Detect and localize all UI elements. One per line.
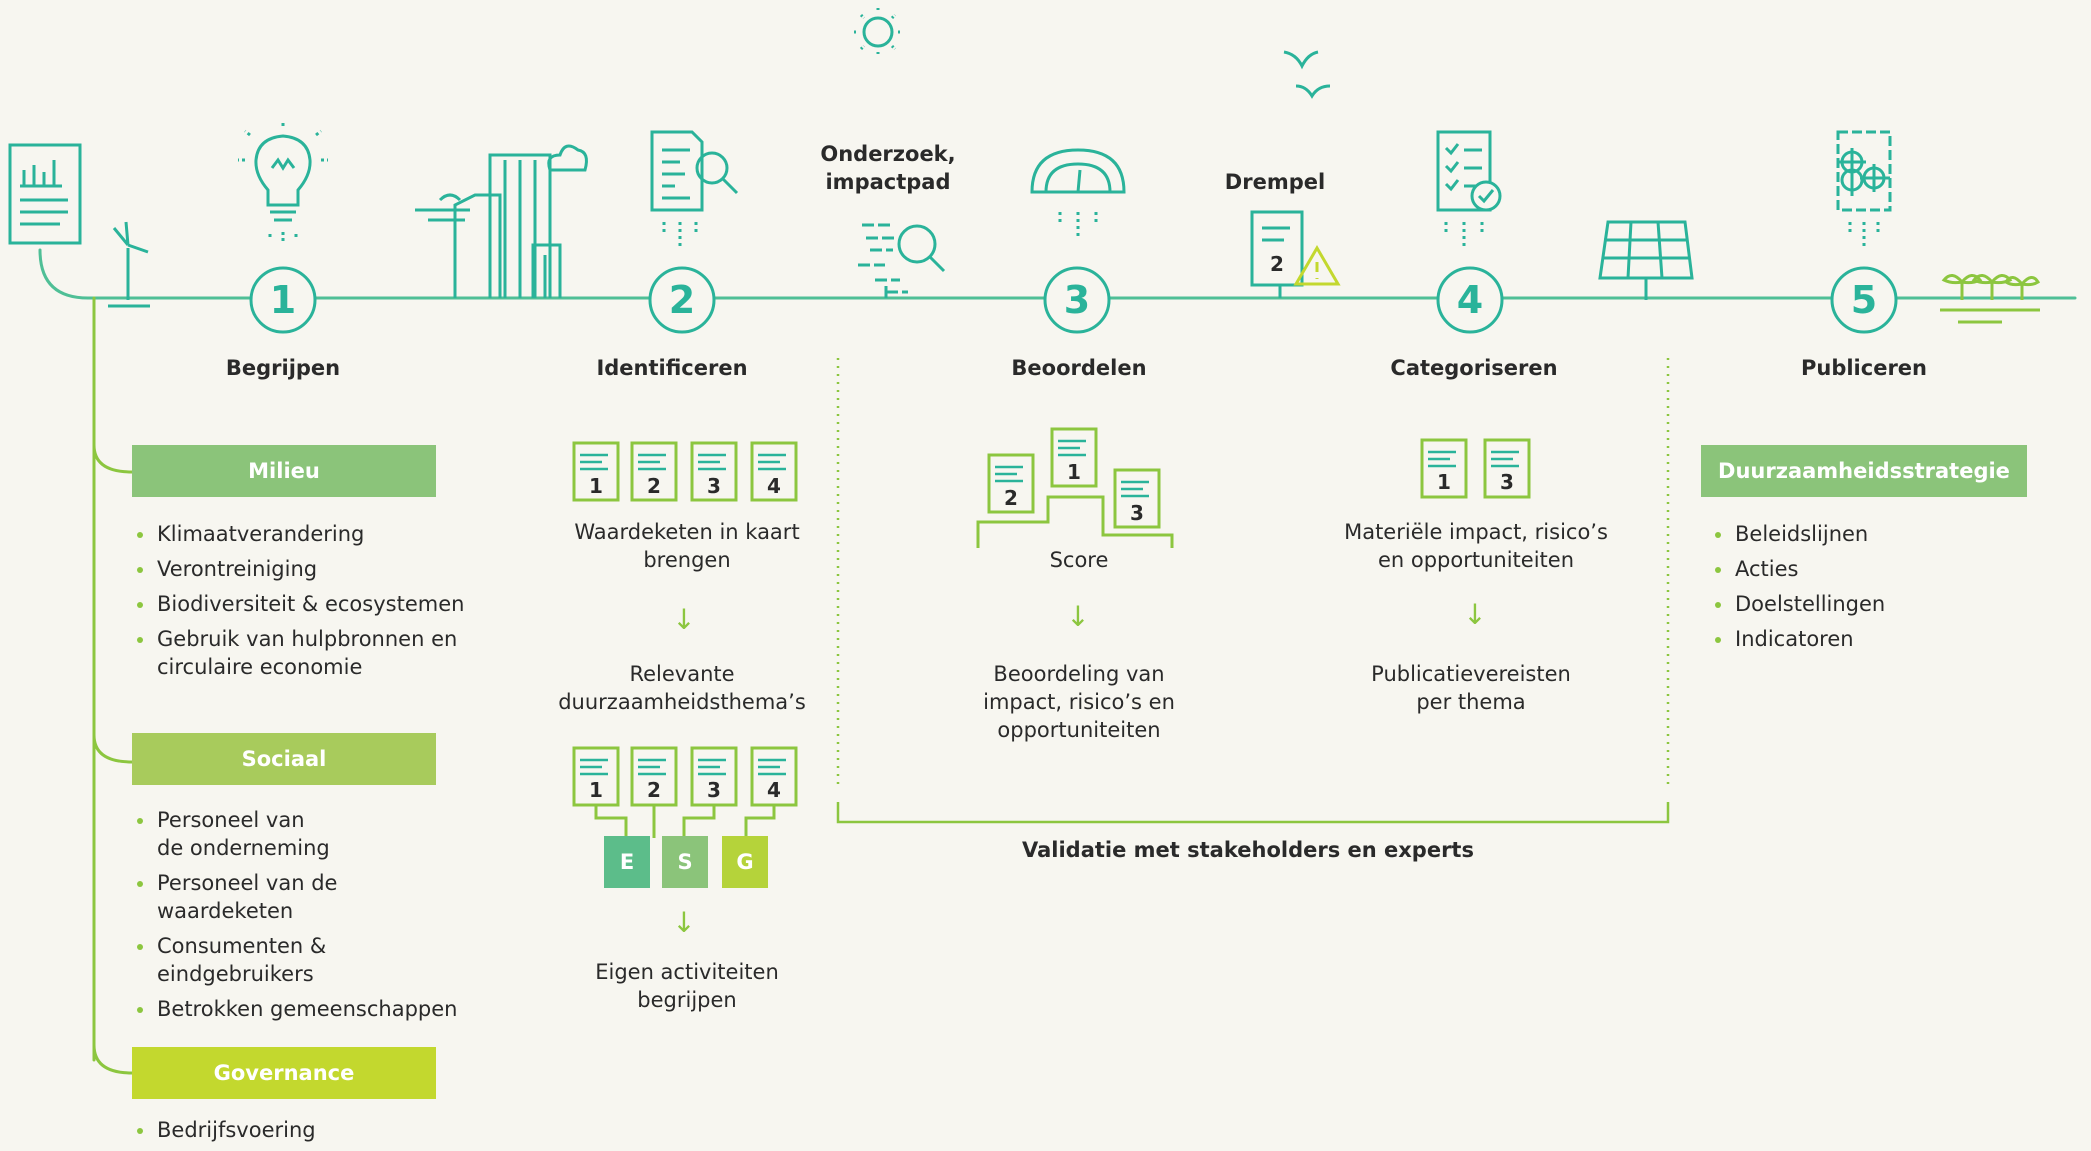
step-number-4: 4 [1456, 278, 1484, 322]
list-item: Beleidslijnen [1712, 520, 1972, 548]
score-label: Score [1049, 548, 1109, 572]
step-number-1: 1 [269, 278, 297, 322]
target-document-icon [1836, 130, 1892, 246]
list-item: Consumenten & eindgebruikers [134, 932, 357, 988]
research-magnifier-icon [858, 223, 946, 298]
step-number-2: 2 [668, 278, 696, 322]
podium-number: 3 [1130, 501, 1144, 525]
list-item: Klimaatverandering [134, 520, 474, 548]
document-search-icon [650, 130, 739, 246]
step-circle-5 [1830, 266, 1898, 334]
list-item: Indicatoren [1712, 625, 1972, 653]
solar-panel-icon [1598, 220, 1694, 300]
list-item: Personeel van de waardeketen [134, 869, 474, 925]
sun-icon [854, 8, 902, 56]
doc-number: 1 [589, 474, 603, 498]
category-milieu: Milieu [132, 445, 436, 497]
doc-number: 4 [767, 474, 781, 498]
step-circle-4 [1436, 266, 1504, 334]
timeline-line [38, 248, 2077, 300]
arrow-down-icon: ↓ [1463, 598, 1487, 631]
esg-g-badge: G [722, 836, 768, 888]
step-label-identificeren: Identificeren [596, 356, 748, 380]
podium-number: 1 [1067, 460, 1081, 484]
list-item: Verontreiniging [134, 555, 474, 583]
theme-docs [572, 746, 798, 838]
strategy-box: Duurzaamheidsstrategie [1701, 445, 2027, 497]
list-item: Doelstellingen [1712, 590, 1972, 618]
value-chain-docs [572, 441, 798, 502]
categoriseren-text-1: Materiële impact, risico’s en opportunit… [1344, 520, 1608, 572]
drempel-doc-number: 2 [1270, 252, 1284, 276]
step-label-categoriseren: Categoriseren [1390, 356, 1558, 380]
doc-number: 3 [707, 778, 721, 802]
step-circle-2 [648, 266, 716, 334]
identificeren-text-2: Relevante duurzaamheidsthema’s [558, 662, 806, 714]
checklist-icon [1436, 130, 1502, 246]
doc-number: 3 [707, 474, 721, 498]
city-buildings-icon [415, 144, 588, 298]
doc-number: 2 [647, 474, 661, 498]
governance-list: Bedrijfsvoering [134, 1116, 474, 1151]
arrow-down-icon: ↓ [1066, 600, 1090, 633]
doc-number: 1 [589, 778, 603, 802]
beoordelen-text: Beoordeling van impact, risico’s en oppo… [983, 662, 1175, 742]
report-icon [8, 143, 82, 245]
step-circle-1 [249, 266, 317, 334]
category-sociaal: Sociaal [132, 733, 436, 785]
onderzoek-label: Onderzoek, impactpad [820, 142, 956, 194]
plants-icon [1940, 274, 2041, 324]
warning-icon [1293, 245, 1341, 286]
list-item: Personeel van de onderneming [134, 806, 337, 862]
step-circle-3 [1043, 266, 1111, 334]
step-number-5: 5 [1850, 278, 1878, 322]
esg-s-badge: S [662, 836, 708, 888]
wind-turbine-icon [108, 221, 150, 308]
arrow-down-icon: ↓ [672, 603, 696, 636]
identificeren-text-3: Eigen activiteiten begrijpen [595, 960, 779, 1012]
esg-e-badge: E [604, 836, 650, 888]
drempel-label: Drempel [1224, 170, 1326, 194]
gauge-icon [1030, 148, 1126, 240]
sociaal-list: Personeel van de onderneming Personeel v… [134, 806, 474, 1030]
step-label-begrijpen: Begrijpen [225, 356, 341, 380]
podium-number: 2 [1004, 486, 1018, 510]
step-number-3: 3 [1063, 278, 1091, 322]
doc-number: 4 [767, 778, 781, 802]
milieu-list: Klimaatverandering Verontreiniging Biodi… [134, 520, 474, 688]
list-item: Biodiversiteit & ecosystemen [134, 590, 474, 618]
publiceren-list: Beleidslijnen Acties Doelstellingen Indi… [1712, 520, 1972, 660]
lightbulb-icon [238, 120, 328, 242]
list-item: Acties [1712, 555, 1972, 583]
podium-icon [976, 495, 1174, 548]
step-label-beoordelen: Beoordelen [1011, 356, 1147, 380]
list-item: Gebruik van hulpbronnen en circulaire ec… [134, 625, 474, 681]
list-item: Bedrijfsvoering [134, 1116, 474, 1144]
birds-icon [1283, 50, 1331, 99]
list-item: Betrokken gemeenschappen [134, 995, 474, 1023]
categoriseren-text-2: Publicatievereisten per thema [1371, 662, 1571, 714]
doc-number: 3 [1500, 470, 1514, 494]
category-governance: Governance [132, 1047, 436, 1099]
identificeren-text-1: Waardeketen in kaart brengen [574, 520, 800, 572]
doc-number: 2 [647, 778, 661, 802]
step-label-publiceren: Publiceren [1800, 356, 1927, 380]
validatie-label: Validatie met stakeholders en experts [1022, 838, 1474, 862]
doc-number: 1 [1437, 470, 1451, 494]
arrow-down-icon: ↓ [672, 906, 696, 939]
